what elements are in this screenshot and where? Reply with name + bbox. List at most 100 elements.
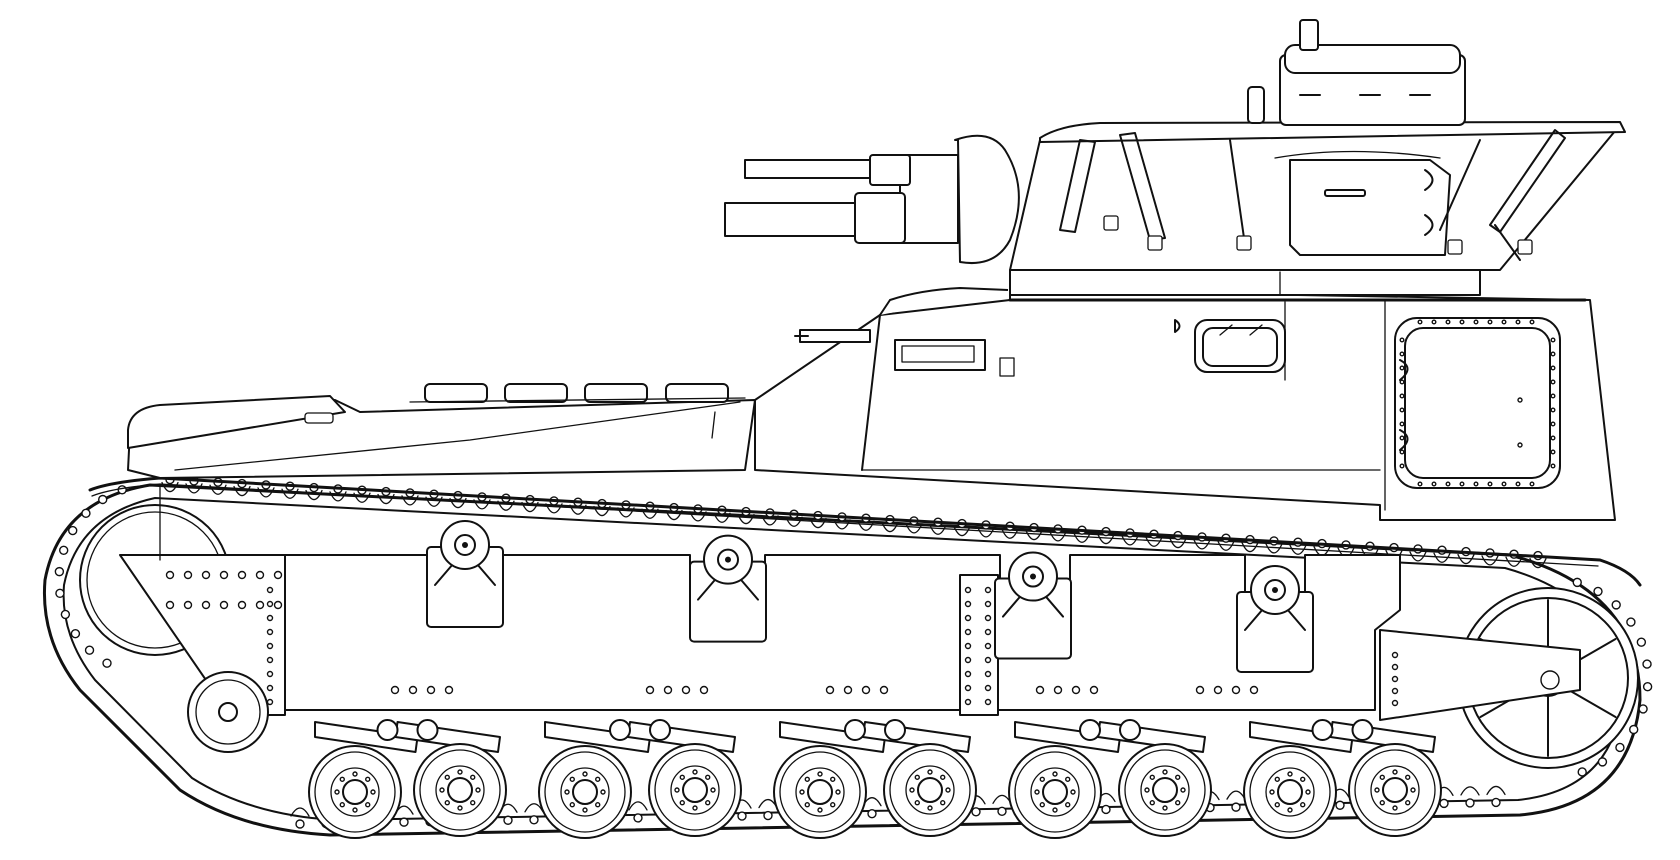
rivet (219, 570, 229, 580)
bogie-pivot (1079, 719, 1101, 741)
track-teeth-front (54, 485, 1653, 777)
track-pin (1629, 724, 1639, 735)
road-wheel-hub (917, 777, 943, 803)
bow-mg-mount (799, 329, 871, 343)
wheel-bolt (835, 789, 841, 795)
road-wheel-disc (670, 765, 720, 815)
rivet (879, 685, 889, 695)
wheel-bolt (470, 774, 476, 780)
rivet (266, 586, 274, 594)
road-wheel-hub (572, 779, 598, 805)
wheel-bolt (365, 802, 371, 808)
rivet (663, 685, 673, 695)
wheel-bolt (365, 776, 371, 782)
wheel-bolt (1392, 805, 1398, 811)
rivet (1550, 337, 1556, 343)
rivet (1445, 481, 1451, 487)
wheel-bolt (1274, 802, 1280, 808)
skirt-rivets (165, 570, 1399, 707)
wheel-bolt (352, 771, 358, 777)
wheel-bolt (817, 807, 823, 813)
rivet (1391, 699, 1399, 707)
track-pin (60, 609, 71, 620)
return-roller-hub (1022, 565, 1044, 588)
track-link (1481, 555, 1499, 566)
track-pin (971, 807, 981, 817)
gun-mantlet (954, 134, 1020, 264)
road-wheel-hub (1042, 779, 1068, 805)
bogie-pivot (1119, 719, 1141, 741)
track-pin (1642, 659, 1652, 669)
road-wheel-rim (1124, 749, 1206, 831)
track-pin (81, 508, 91, 519)
hull-fitting-1 (999, 357, 1015, 377)
wheel-bolt (564, 789, 570, 795)
rivet (964, 586, 972, 594)
bogie-arms (314, 719, 1436, 753)
deck-edge (409, 397, 746, 403)
return-roller-hub (717, 548, 739, 571)
road-wheel-hub (447, 777, 473, 803)
bogie-pivot (649, 719, 671, 741)
rivet (1391, 675, 1399, 683)
rivet (1249, 685, 1259, 695)
rivet (1550, 365, 1556, 371)
rivet (1417, 481, 1423, 487)
track-pin (1638, 704, 1648, 714)
return-roller-hub (1264, 579, 1286, 601)
bogie-pivot (376, 719, 399, 741)
return-roller-axle (725, 556, 731, 563)
nose-fitting (304, 412, 334, 424)
track-link (628, 801, 648, 811)
road-wheel (648, 743, 742, 837)
rivet (273, 570, 283, 580)
road-wheel-disc (1370, 765, 1420, 815)
rivet (964, 684, 972, 692)
track-link (290, 807, 310, 817)
wheel-bolt (679, 800, 685, 806)
road-wheel-disc (435, 765, 485, 815)
rivet (964, 614, 972, 622)
track-pin (503, 815, 513, 825)
wheel-bolt (569, 776, 575, 782)
wheel-bolt (1039, 776, 1045, 782)
wheel-bolt (457, 805, 463, 811)
track-pin (633, 813, 643, 823)
rivet (165, 570, 175, 580)
road-wheel-rim (314, 751, 396, 833)
rivet (1417, 319, 1423, 325)
wheel-bolt (945, 787, 951, 793)
wheel-bolt (1065, 802, 1071, 808)
main-gun (724, 192, 906, 244)
road-wheel-disc (1265, 767, 1315, 817)
suspension-side-skirt (119, 554, 1581, 721)
road-wheel (1118, 743, 1212, 837)
rivet (964, 600, 972, 608)
road-wheel-hub (807, 779, 833, 805)
track-pin (1636, 637, 1647, 647)
return-roller-axle (1272, 587, 1278, 593)
road-wheel-rim (1014, 751, 1096, 833)
side-hatch (1394, 317, 1561, 489)
road-wheel (1243, 745, 1337, 839)
wheel-bolt (582, 807, 588, 813)
wheel-bolt (1405, 774, 1411, 780)
wheel-bolt (804, 776, 810, 782)
wheel-bolt (940, 800, 946, 806)
wheel-bolt (444, 800, 450, 806)
coaxial-gun-housing (869, 154, 911, 186)
track-pin (1231, 802, 1241, 812)
wheel-bolt (1052, 771, 1058, 777)
rivet (1399, 365, 1405, 371)
track-pin (1593, 586, 1603, 597)
wheel-bolt (1070, 789, 1076, 795)
rivet (984, 670, 992, 678)
road-wheel-hub (342, 779, 368, 805)
wheel-bolt (339, 776, 345, 782)
rivet (1515, 481, 1521, 487)
turret-roof-brim (1039, 121, 1626, 143)
wheel-bolt (799, 789, 805, 795)
turret-hatch-rain-guard (1274, 150, 1441, 159)
turret-base-ring (1009, 269, 1481, 296)
track-pin (1611, 600, 1621, 610)
